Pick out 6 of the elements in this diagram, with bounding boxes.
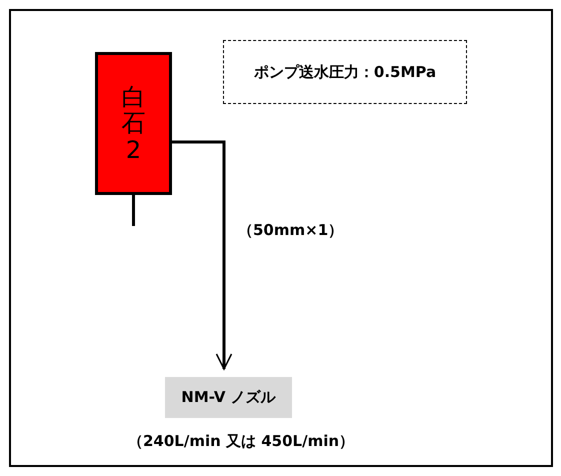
arrow bbox=[172, 140, 232, 370]
nozzle-label-box: NM-V ノズル bbox=[165, 377, 292, 418]
flow-rate-text: （240L/min 又は 450L/min） bbox=[128, 431, 354, 452]
note-box: ポンプ送水圧力：0.5MPa bbox=[223, 40, 467, 104]
tank-box: 白石2 bbox=[95, 52, 172, 195]
pipe-line bbox=[132, 195, 135, 226]
